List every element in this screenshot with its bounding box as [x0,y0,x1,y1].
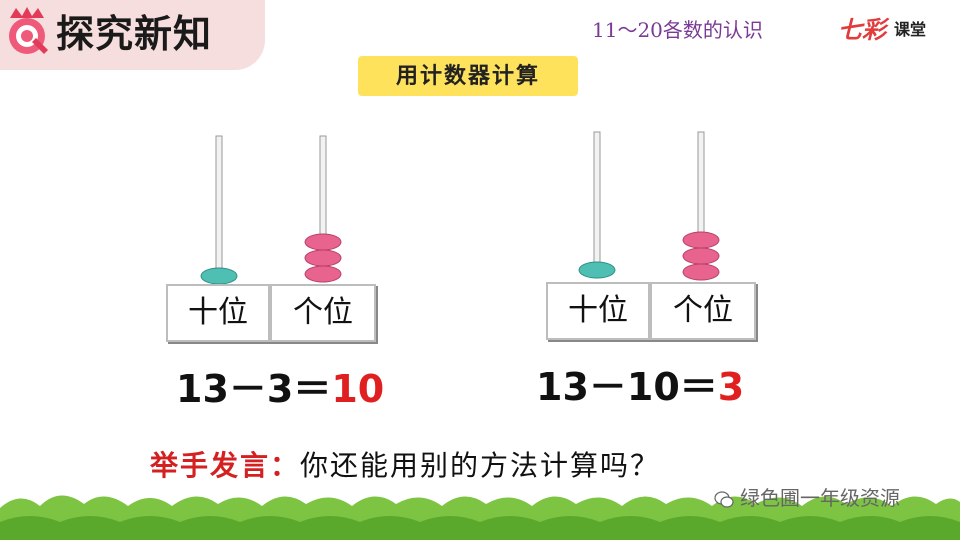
wechat-icon [714,490,734,510]
ones-place-left: 个位 [270,284,376,342]
ones-bead [683,264,719,280]
tens-bead [201,268,237,284]
abacus-right [560,126,740,286]
subtitle-badge: 用计数器计算 [358,56,578,96]
equation-right-answer: 3 [718,365,744,409]
brand-first: 七彩 [838,10,886,45]
tens-bead [579,262,615,278]
ones-bead [305,250,341,266]
abacus-left [180,128,360,288]
equation-left: 13－3＝10 [176,358,384,413]
equation-right-expr: 13－10＝ [536,365,718,409]
section-title: 探究新知 [56,6,212,62]
lesson-title: 11～20各数的认识 [592,14,763,43]
brand-logo: 七彩 课堂 [838,14,938,44]
tens-place-left: 十位 [166,284,270,342]
equation-left-expr: 13－3＝ [176,367,331,411]
question-text: 你还能用别的方法计算吗？ [300,449,660,482]
q-badge-icon [4,6,50,56]
equation-right: 13－10＝3 [536,356,744,411]
equation-left-answer: 10 [331,367,384,411]
ones-bead [305,234,341,250]
brand-second: 课堂 [894,16,926,40]
watermark: 绿色圃一年级资源 [714,482,900,511]
question-prompt: 举手发言： [150,449,300,482]
ones-place-right: 个位 [650,282,756,340]
section-header: 探究新知 [0,0,265,70]
ones-bead [305,266,341,282]
discussion-question: 举手发言：你还能用别的方法计算吗？ [150,444,660,484]
watermark-text: 绿色圃一年级资源 [740,486,900,510]
ones-bead [683,248,719,264]
tens-place-right: 十位 [546,282,650,340]
ones-bead [683,232,719,248]
